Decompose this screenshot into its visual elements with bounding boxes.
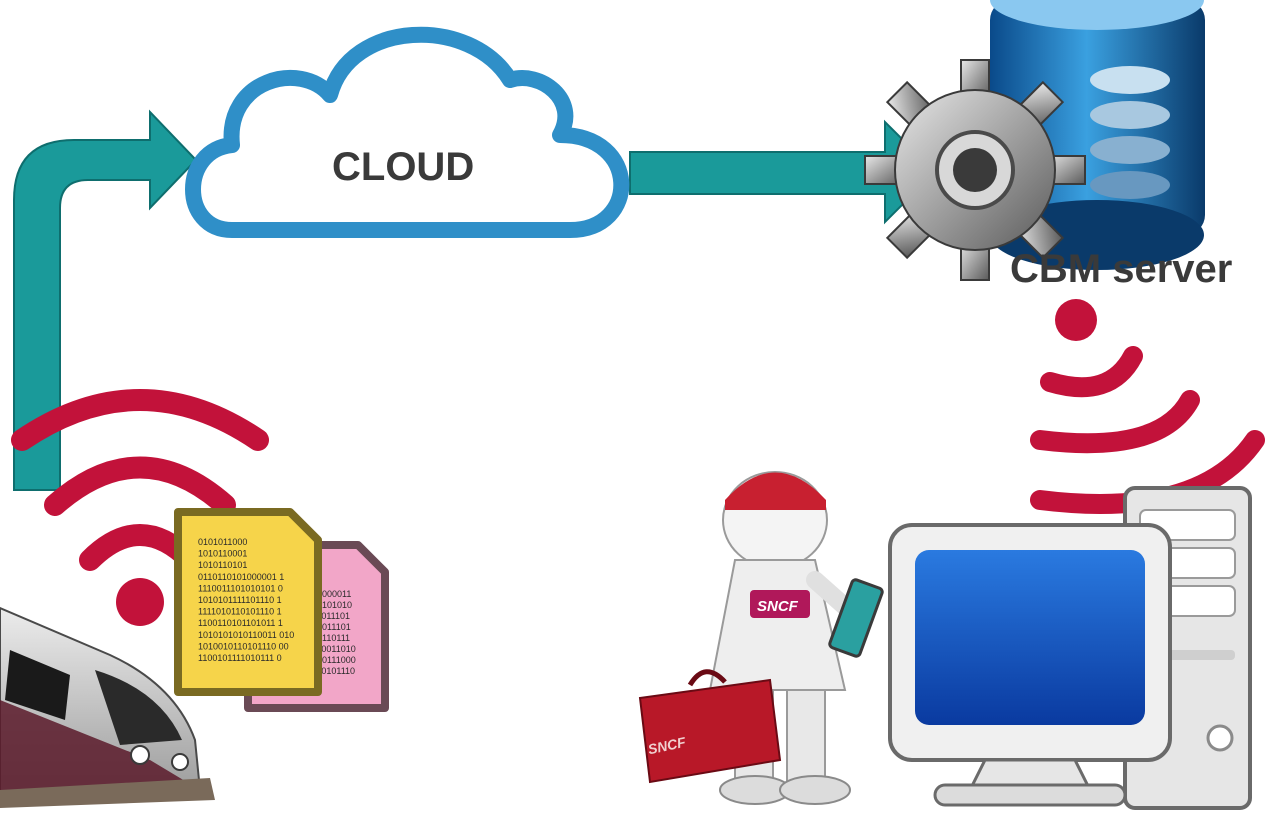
binary-line: 0110110101000001 1 (198, 572, 284, 582)
sncf-badge-text: SNCF (757, 598, 799, 615)
train-icon (0, 606, 215, 808)
binary-line: 10101010 (312, 600, 352, 610)
binary-line: 1010110001 (198, 549, 247, 559)
server-wifi-icon (1030, 299, 1265, 514)
toolbox-icon: SNCF (638, 669, 782, 784)
cloud-icon (185, 26, 630, 238)
tablet-icon (828, 578, 884, 658)
binary-line: 1111010110101110 1 (198, 607, 282, 617)
toolbox-badge-text: SNCF (646, 734, 687, 758)
gear-icon (864, 59, 1086, 281)
technician-figure: SNCF (708, 471, 884, 805)
binary-line: 11011101 (312, 611, 350, 621)
binary-line: 1110011101010101 0 (198, 583, 283, 593)
binary-line: 1010101010110011 010 (198, 630, 294, 640)
binary-line: 1100110101101011 1 (198, 618, 283, 628)
binary-line: 010111000 (312, 655, 356, 665)
binary-line: 1100101111010111 0 (198, 653, 282, 663)
binary-line: 1010010110101110 00 (198, 641, 289, 651)
binary-line: 110011010 (312, 644, 356, 654)
binary-line: 01011101 (312, 622, 351, 632)
cbm-server-label: CBM server (1010, 247, 1233, 291)
uplink-arrow (13, 109, 198, 491)
binary-line: 10000011 (312, 589, 351, 599)
binary-line: 0101011000 (198, 537, 247, 547)
sncf-badge (750, 590, 810, 618)
binary-line: 110101110 (312, 666, 355, 676)
monitor-icon (888, 523, 1172, 807)
binary-line: 1010110101 (198, 560, 247, 570)
binary-line: 1010101111101110 1 (198, 595, 282, 605)
binary-line: 10110111 (312, 633, 350, 643)
cloud-label: CLOUD (332, 145, 475, 189)
